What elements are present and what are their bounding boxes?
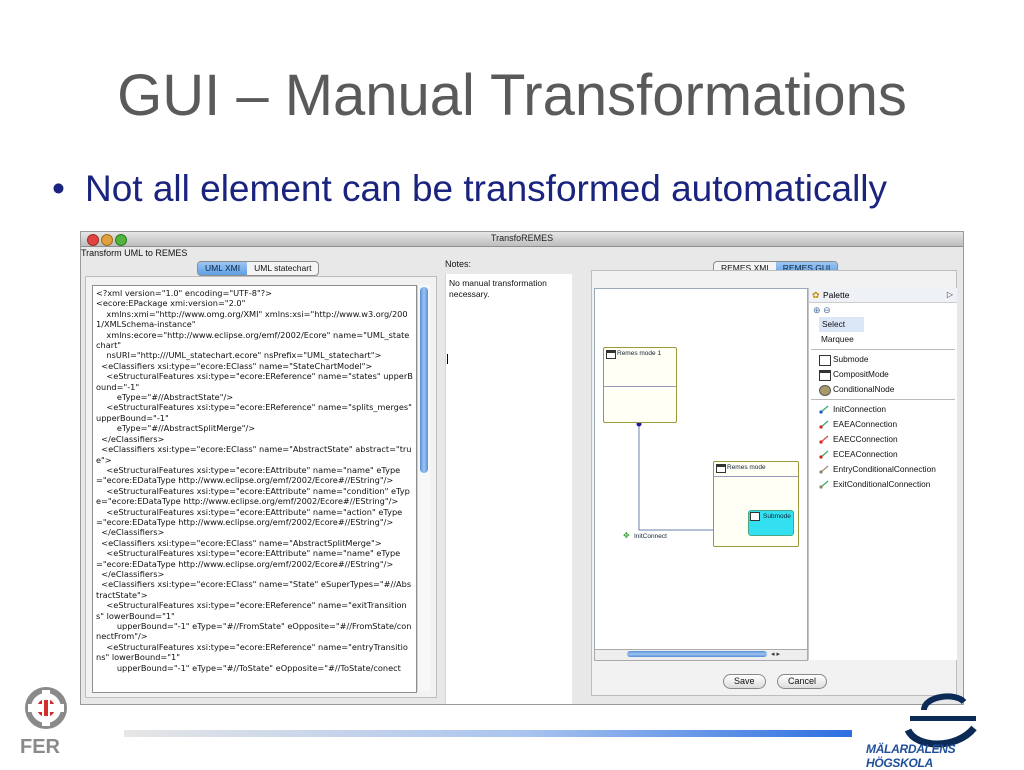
palette-star-icon: ✿ bbox=[812, 290, 820, 300]
node-divider bbox=[604, 386, 676, 387]
palette-item-label: ECEAConnection bbox=[833, 449, 898, 459]
composite-mode-icon bbox=[819, 370, 831, 381]
palette-item-marquee[interactable]: Marquee bbox=[809, 332, 957, 347]
tab-remes-xmi[interactable]: REMES XMI bbox=[721, 263, 769, 273]
slide-title: GUI – Manual Transformations bbox=[117, 63, 907, 128]
palette-item-eaec-connection[interactable]: EAECConnection bbox=[809, 432, 957, 447]
connection-icon bbox=[819, 420, 829, 429]
palette-item-composit-mode[interactable]: CompositMode bbox=[809, 367, 957, 382]
xml-text-area[interactable]: <?xml version="1.0" encoding="UTF-8"?> <… bbox=[92, 285, 417, 693]
palette-item-label: Select bbox=[822, 319, 846, 329]
tab-uml-statechart[interactable]: UML statechart bbox=[254, 263, 312, 273]
remes-mode-1-node[interactable]: Remes mode 1 bbox=[603, 347, 677, 423]
app-window: TransfoREMES Transform UML to REMES UML … bbox=[80, 231, 964, 705]
submode-icon bbox=[750, 512, 760, 521]
maximize-window-icon[interactable] bbox=[115, 234, 127, 246]
connection-icon bbox=[819, 480, 829, 489]
palette-title: Palette bbox=[823, 290, 850, 300]
palette-item-label: CompositMode bbox=[833, 369, 889, 379]
palette-item-entry-conditional-connection[interactable]: EntryConditionalConnection bbox=[809, 462, 957, 477]
palette-item-label: ConditionalNode bbox=[833, 384, 895, 394]
diagram-horizontal-scrollbar[interactable]: ◂ ▸ bbox=[594, 649, 808, 661]
init-connect-label[interactable]: InitConnect bbox=[634, 533, 667, 540]
palette: ✿ Palette ▷ ⊕ ⊖ Select Marquee Submode C… bbox=[808, 288, 957, 660]
xml-content: <?xml version="1.0" encoding="UTF-8"?> <… bbox=[96, 288, 413, 673]
remes-panel: Remes mode 1 Remes mode Submode ✥ InitCo… bbox=[591, 270, 957, 696]
bullet-text: Not all element can be transformed autom… bbox=[84, 168, 888, 209]
mdh-logo-text: MÄLARDALENS HÖGSKOLA bbox=[866, 742, 956, 770]
palette-item-eaea-connection[interactable]: EAEAConnection bbox=[809, 417, 957, 432]
notes-text-area[interactable]: No manual transformation necessary. bbox=[445, 274, 572, 704]
diagram-canvas[interactable]: Remes mode 1 Remes mode Submode ✥ InitCo… bbox=[594, 288, 808, 650]
remes-mode-node[interactable]: Remes mode Submode bbox=[713, 461, 799, 547]
fer-logo-text: FER bbox=[20, 736, 60, 758]
conditional-node-icon bbox=[819, 385, 831, 396]
mdh-logo-icon bbox=[904, 693, 977, 748]
palette-divider bbox=[811, 349, 955, 350]
notes-text: No manual transformation necessary. bbox=[449, 278, 547, 299]
connection-icon bbox=[819, 405, 829, 414]
notes-label: Notes: bbox=[445, 259, 472, 269]
mode-icon bbox=[606, 350, 616, 359]
xml-vertical-scrollbar[interactable] bbox=[417, 285, 430, 691]
connection-icon bbox=[819, 450, 829, 459]
node-label: Remes mode bbox=[727, 464, 766, 471]
node-label: Remes mode 1 bbox=[617, 350, 662, 357]
palette-header[interactable]: ✿ Palette ▷ bbox=[809, 288, 957, 303]
bullet-item: • Not all element can be transformed auto… bbox=[52, 168, 887, 210]
palette-item-label: EAECConnection bbox=[833, 434, 898, 444]
zoom-in-icon[interactable]: ⊕ bbox=[813, 305, 821, 315]
palette-item-exit-conditional-connection[interactable]: ExitConditionalConnection bbox=[809, 477, 957, 492]
bullet-dot-icon: • bbox=[52, 168, 65, 209]
diagram-scroll-thumb[interactable] bbox=[627, 651, 767, 657]
connection-line[interactable] bbox=[638, 424, 747, 531]
mode-icon bbox=[716, 464, 726, 473]
window-title: TransfoREMES bbox=[490, 233, 554, 243]
palette-collapse-icon[interactable]: ▷ bbox=[946, 290, 953, 299]
palette-divider bbox=[811, 399, 955, 400]
scroll-arrows-icon[interactable]: ◂ ▸ bbox=[771, 651, 780, 658]
submode-label: Submode bbox=[763, 513, 791, 520]
tab-uml-xmi[interactable]: UML XMI bbox=[198, 262, 248, 275]
minimize-window-icon[interactable] bbox=[101, 234, 113, 246]
text-caret bbox=[447, 354, 448, 364]
xml-scroll-thumb[interactable] bbox=[420, 287, 428, 473]
palette-item-label: ExitConditionalConnection bbox=[833, 479, 931, 489]
connection-icon bbox=[819, 465, 829, 474]
init-connect-icon: ✥ bbox=[623, 531, 630, 540]
palette-item-select[interactable]: Select bbox=[819, 317, 864, 332]
palette-item-label: EntryConditionalConnection bbox=[833, 464, 936, 474]
uml-panel: <?xml version="1.0" encoding="UTF-8"?> <… bbox=[85, 276, 437, 698]
close-window-icon[interactable] bbox=[87, 234, 99, 246]
palette-item-conditional-node[interactable]: ConditionalNode bbox=[809, 382, 957, 397]
palette-item-submode[interactable]: Submode bbox=[809, 352, 957, 367]
left-tabs: UML XMI UML statechart bbox=[197, 261, 320, 276]
node-divider bbox=[714, 476, 798, 477]
submode-icon bbox=[819, 355, 831, 366]
cancel-button[interactable]: Cancel bbox=[777, 674, 828, 689]
save-button[interactable]: Save bbox=[723, 674, 766, 689]
palette-item-label: InitConnection bbox=[833, 404, 887, 414]
footer-bar bbox=[124, 730, 852, 737]
window-subtitle: Transform UML to REMES bbox=[81, 248, 188, 258]
zoom-out-icon[interactable]: ⊖ bbox=[823, 305, 831, 315]
palette-item-label: Submode bbox=[833, 354, 869, 364]
submode-node[interactable]: Submode bbox=[748, 510, 794, 536]
palette-item-ecea-connection[interactable]: ECEAConnection bbox=[809, 447, 957, 462]
palette-item-label: Marquee bbox=[821, 334, 854, 344]
zoom-controls: ⊕ ⊖ bbox=[809, 303, 957, 317]
palette-item-init-connection[interactable]: InitConnection bbox=[809, 402, 957, 417]
connection-icon bbox=[819, 435, 829, 444]
fer-logo-icon bbox=[25, 687, 67, 729]
palette-item-label: EAEAConnection bbox=[833, 419, 898, 429]
window-titlebar: TransfoREMES bbox=[81, 232, 963, 247]
